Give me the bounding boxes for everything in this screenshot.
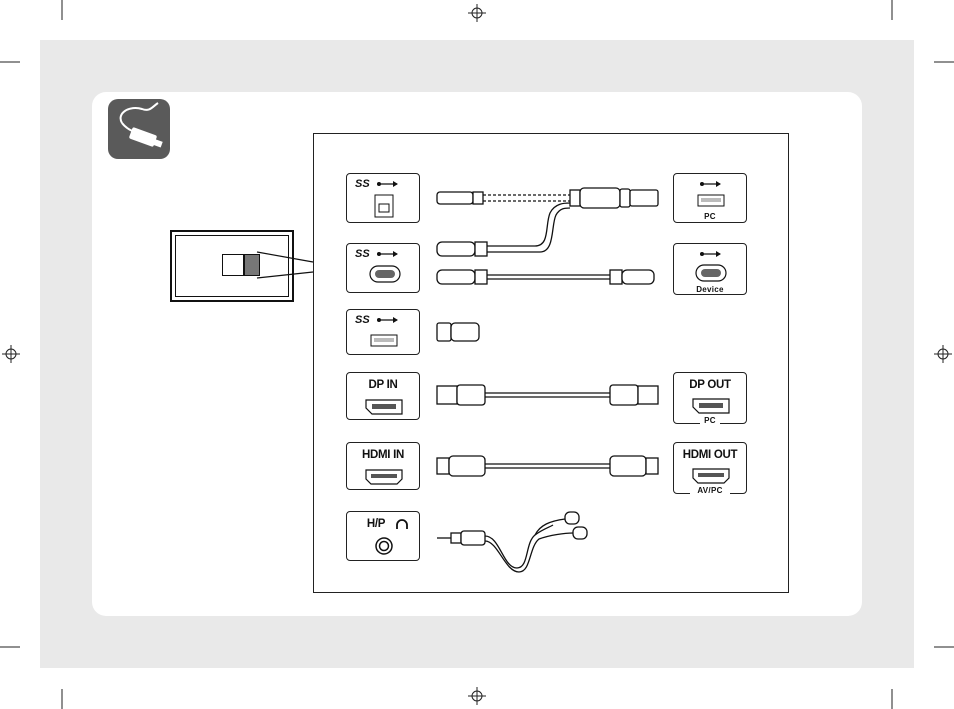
cables-drawing bbox=[436, 187, 659, 573]
monitor-port-panel bbox=[170, 230, 294, 302]
headphone-label: H/P bbox=[366, 518, 386, 530]
usb-a-socket-icon bbox=[697, 194, 725, 207]
earphone-cable bbox=[437, 511, 588, 573]
usb-trident-icon bbox=[700, 181, 721, 187]
superspeed-logo: SS bbox=[355, 248, 370, 260]
superspeed-logo: SS bbox=[355, 178, 370, 190]
port-square-2-highlighted bbox=[244, 254, 260, 276]
hdmi-socket-icon bbox=[365, 469, 403, 485]
audio-jack-socket-icon bbox=[375, 537, 393, 555]
callout-lines bbox=[256, 251, 314, 279]
hdmi-in-label: HDMI IN bbox=[362, 449, 404, 461]
usb-a-plug bbox=[436, 322, 480, 342]
dp-out-port-box: DP OUT PC bbox=[673, 372, 747, 425]
headphone-icon bbox=[396, 519, 408, 529]
hdmi-out-caption: AV/PC bbox=[690, 486, 730, 495]
device-usb-c-port-box: Device bbox=[673, 243, 747, 295]
usb-trident-icon bbox=[700, 251, 721, 257]
superspeed-logo: SS bbox=[355, 314, 370, 326]
device-caption: Device bbox=[690, 285, 730, 294]
usb-c-to-usb-a-cable bbox=[436, 202, 571, 257]
displayport-socket-icon bbox=[692, 398, 730, 414]
displayport-socket-icon bbox=[365, 399, 403, 415]
usb-c-port-box: SS bbox=[346, 243, 420, 293]
hdmi-in-port-box: HDMI IN bbox=[346, 442, 420, 490]
usb-c-socket-icon bbox=[695, 264, 727, 282]
usb-b-socket-icon bbox=[374, 194, 394, 218]
usb-b-port-box: SS bbox=[346, 173, 420, 223]
displayport-cable bbox=[436, 384, 659, 406]
usb-a-port-box: SS bbox=[346, 309, 420, 355]
dp-out-caption: PC bbox=[700, 416, 720, 425]
connection-diagram-frame bbox=[313, 133, 789, 593]
usb-trident-icon bbox=[377, 251, 398, 257]
dp-out-label: DP OUT bbox=[689, 379, 731, 391]
usb-trident-icon bbox=[377, 317, 398, 323]
registration-mark-bottom bbox=[468, 687, 486, 705]
usb-a-socket-icon bbox=[370, 334, 398, 347]
usb-b-cable bbox=[436, 187, 659, 209]
pc-usb-port-box: PC bbox=[673, 173, 747, 223]
hdmi-socket-icon bbox=[692, 468, 730, 484]
hdmi-out-port-box: HDMI OUT AV/PC bbox=[673, 442, 747, 495]
registration-mark-top bbox=[468, 4, 486, 22]
hdmi-out-label: HDMI OUT bbox=[682, 449, 738, 461]
usb-c-socket-icon bbox=[369, 265, 401, 283]
headphone-port-box: H/P bbox=[346, 511, 420, 561]
port-square-1 bbox=[222, 254, 244, 276]
hdmi-cable bbox=[436, 455, 659, 477]
pc-caption: PC bbox=[698, 212, 722, 221]
registration-mark-right bbox=[934, 345, 952, 363]
dp-in-label: DP IN bbox=[368, 379, 398, 391]
usb-c-to-usb-c-cable bbox=[436, 269, 655, 285]
usb-trident-icon bbox=[377, 181, 398, 187]
registration-mark-left bbox=[2, 345, 20, 363]
cable-connection-icon bbox=[108, 99, 170, 159]
dp-in-port-box: DP IN bbox=[346, 372, 420, 420]
